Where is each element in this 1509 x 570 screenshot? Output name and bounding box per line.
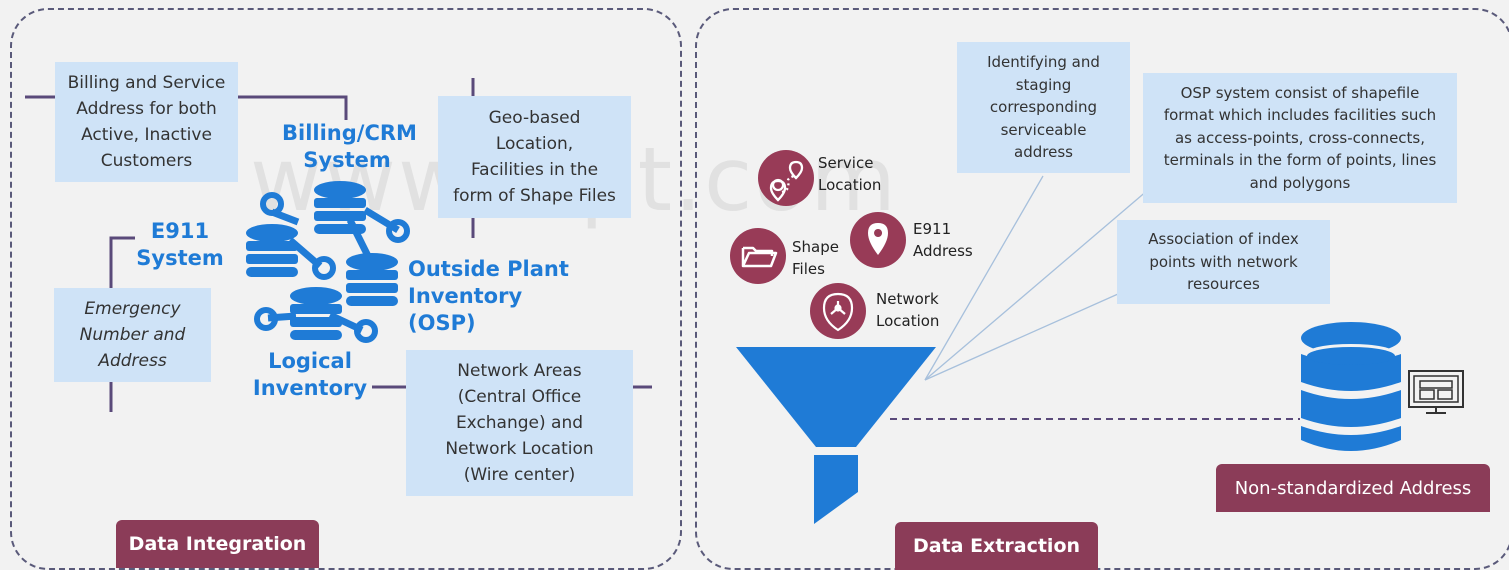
logical-inventory-label: Logical Inventory — [252, 349, 368, 400]
billing-address-box: Billing and Service Address for both Act… — [55, 62, 238, 182]
network-pin-icon — [810, 283, 866, 339]
data-extraction-tag: Data Extraction — [895, 522, 1098, 570]
association-index-box: Association of index points with network… — [1117, 220, 1330, 304]
billing-crm-label: Billing/CRM System — [282, 121, 417, 172]
e911-address-label: E911 Address — [913, 220, 973, 260]
shape-files-label: Shape Files — [792, 238, 839, 278]
monitor-icon — [1408, 370, 1464, 414]
network-areas-box: Network Areas (Central Office Exchange) … — [406, 350, 633, 496]
non-standardized-address-tag: Non-standardized Address — [1216, 464, 1490, 512]
network-location-label: Network Location — [876, 290, 940, 330]
map-pin-icon — [850, 212, 906, 268]
database-icon — [1301, 322, 1401, 451]
service-location-label: Service Location — [818, 154, 882, 194]
database-cluster-icon — [246, 181, 410, 343]
folder-icon — [730, 228, 786, 284]
emergency-number-box: Emergency Number and Address — [54, 288, 211, 382]
data-integration-tag: Data Integration — [116, 520, 319, 568]
service-location-icon — [758, 150, 814, 206]
geo-location-box: Geo-based Location, Facilities in the fo… — [438, 96, 631, 218]
osp-shapefile-box: OSP system consist of shapefile format w… — [1143, 73, 1457, 203]
osp-label: Outside Plant Inventory (OSP) — [408, 257, 569, 335]
identifying-staging-box: Identifying and staging corresponding se… — [957, 42, 1130, 173]
funnel-icon — [736, 347, 936, 524]
e911-system-label: E911 System — [136, 219, 224, 270]
